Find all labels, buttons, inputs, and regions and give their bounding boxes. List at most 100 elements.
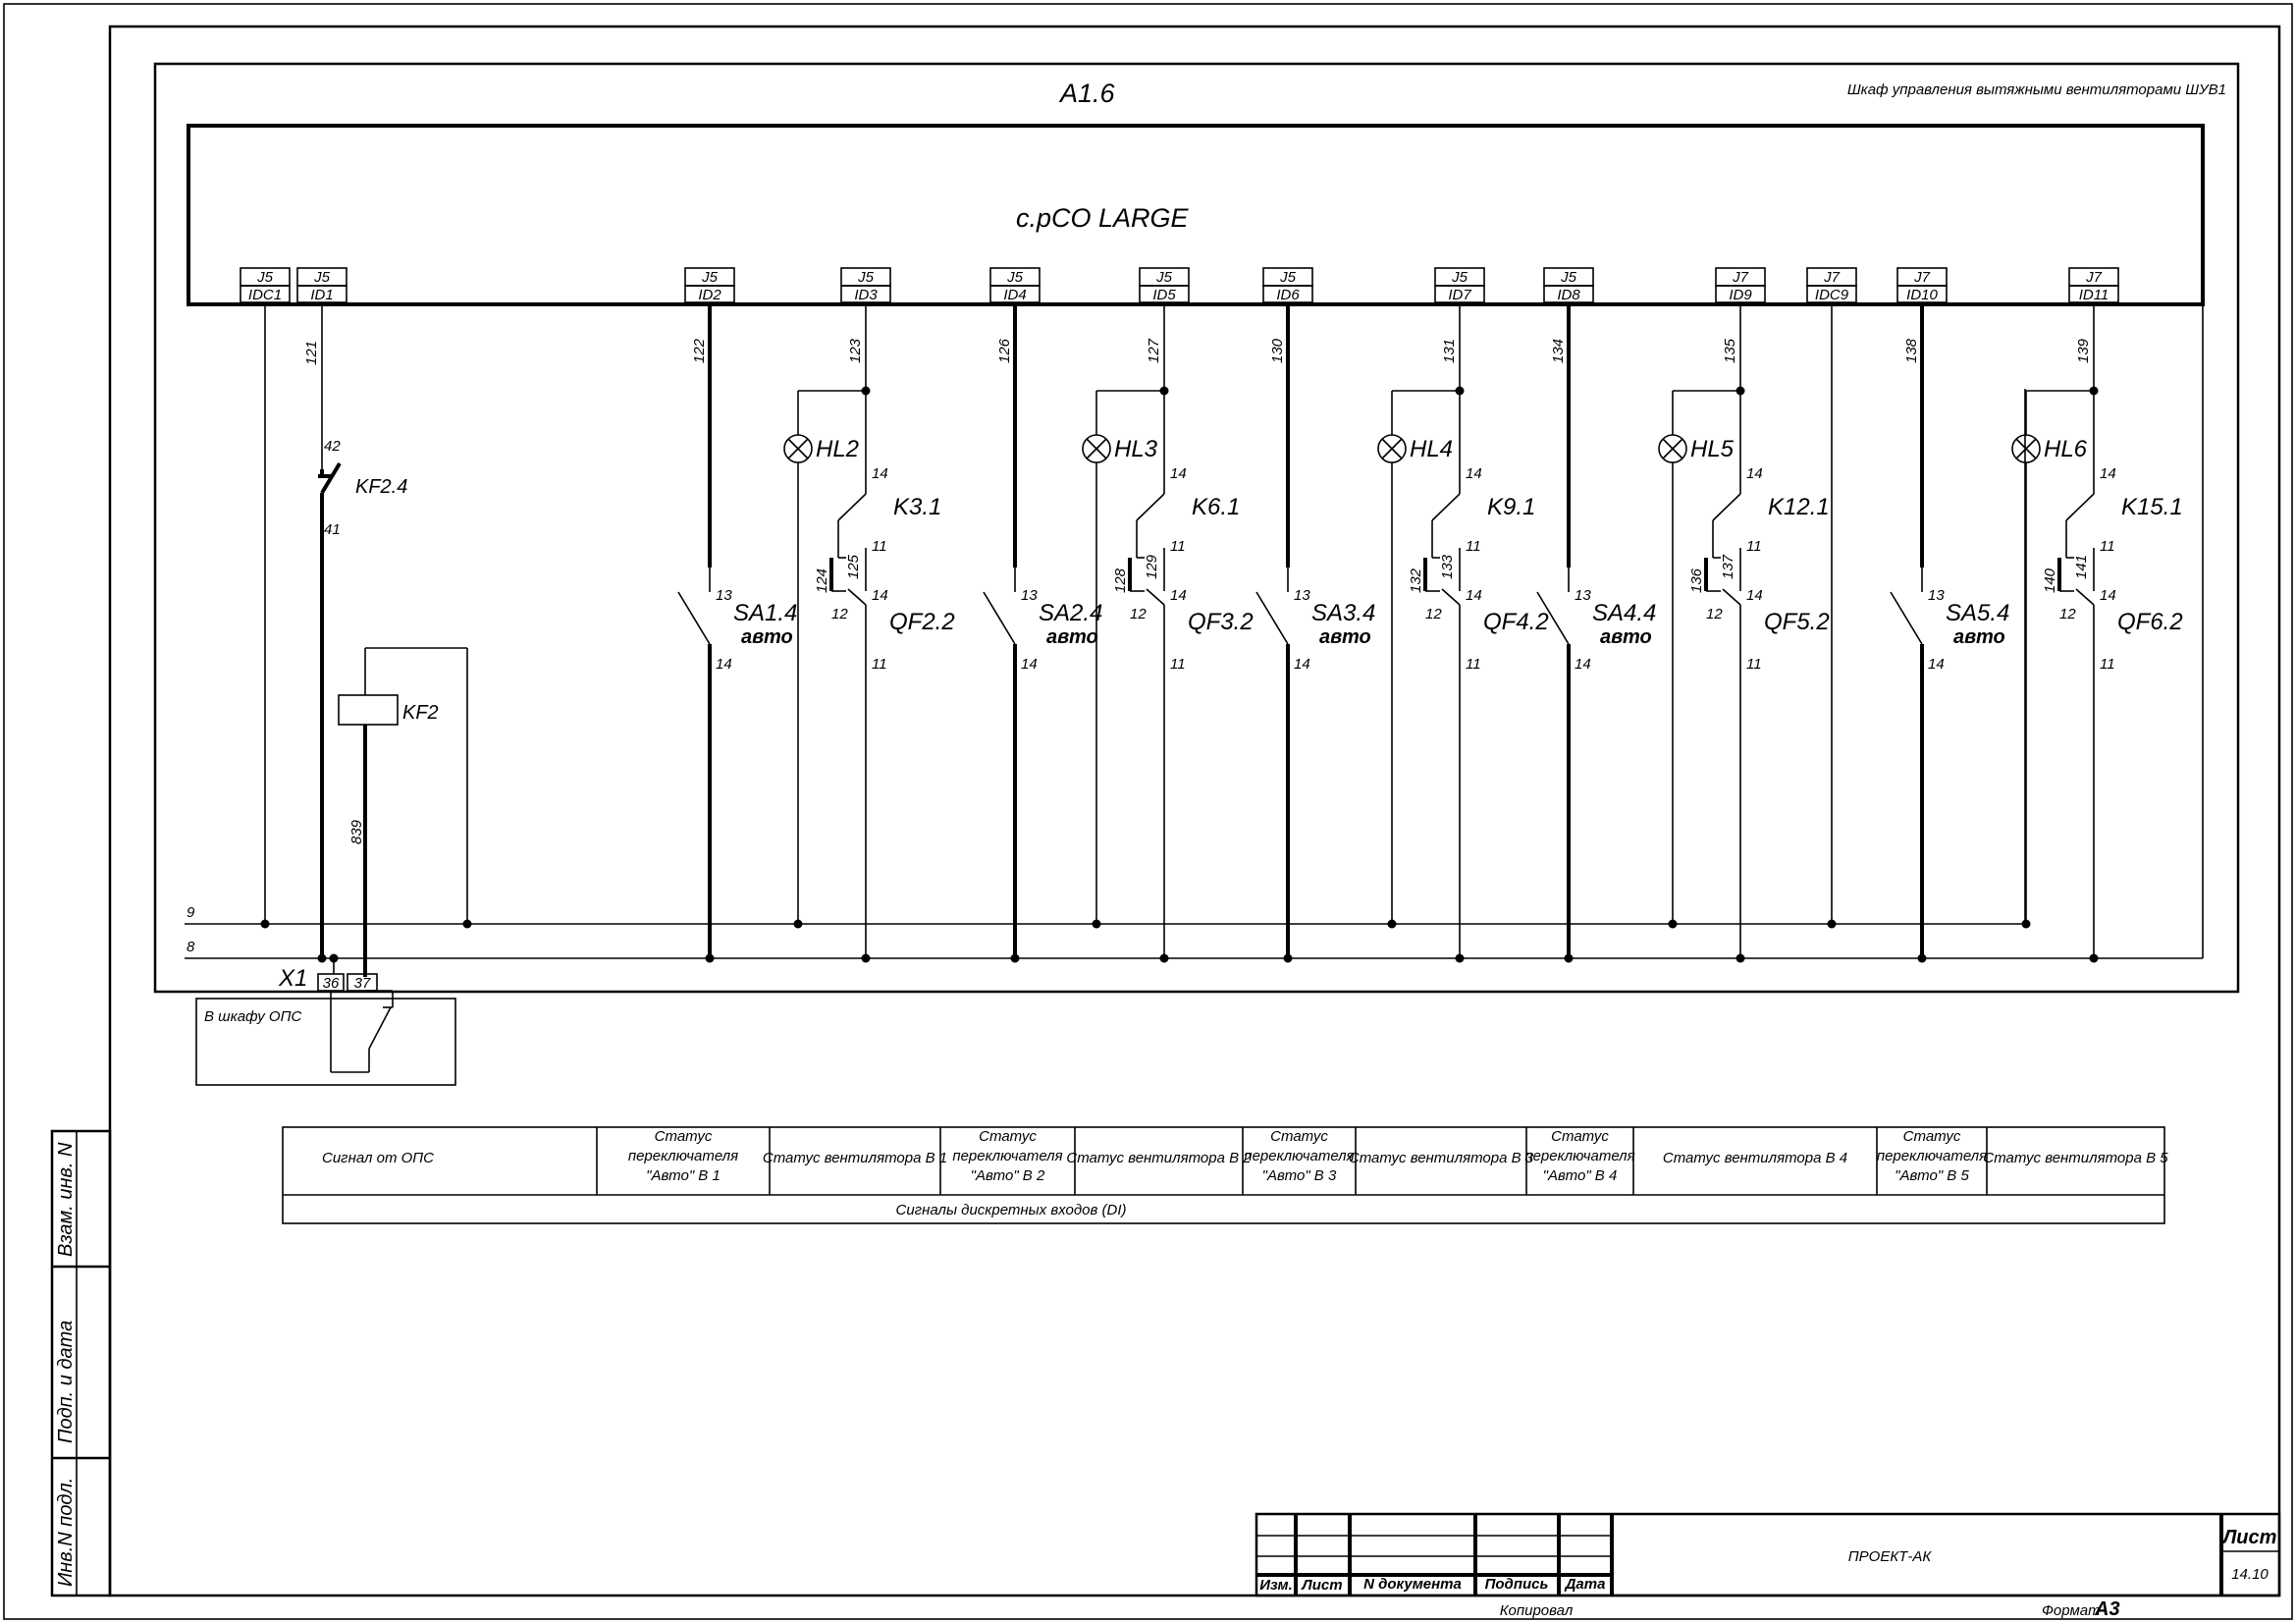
assembly-label: A1.6 xyxy=(1058,79,1116,108)
switch-pin-top: 13 xyxy=(1928,587,1945,604)
contactor-1-blade xyxy=(837,493,867,521)
sheet-inner-frame xyxy=(108,25,2281,1597)
breaker-label: QF5.2 xyxy=(1764,609,1830,635)
breaker-3-blade xyxy=(1441,588,1461,606)
port-connector-label: J7 xyxy=(1913,269,1931,286)
contactor-pin-bottom: 11 xyxy=(1170,538,1186,555)
table-cell: Статус вентилятора В 2 xyxy=(1066,1150,1252,1166)
breaker-pin-bottom: 11 xyxy=(872,656,887,673)
port-connector-label: J5 xyxy=(256,269,274,286)
ops-relay-circuit: 121 42 41 KF2.4 KF2 839 xyxy=(303,304,468,977)
table-cell: Статус вентилятора В 5 xyxy=(1983,1150,2168,1166)
port-id5-pin-cell xyxy=(1139,285,1190,303)
wire-number: 122 xyxy=(691,338,708,363)
port-connector-label: J5 xyxy=(701,269,719,286)
breaker-label: QF6.2 xyxy=(2117,609,2183,635)
port-idc1-pin-cell xyxy=(240,285,291,303)
junction-dot xyxy=(2021,919,2031,929)
port-pin-label: ID3 xyxy=(854,287,878,303)
tb-sheet: Лист xyxy=(1301,1577,1342,1594)
port-id4-pin-cell xyxy=(989,285,1041,303)
port-id10-pin-cell xyxy=(1896,285,1948,303)
switch-mode-label: авто xyxy=(1953,626,2005,648)
wire-number: 131 xyxy=(1441,339,1458,363)
switch-sa2-blade xyxy=(983,591,1016,645)
port-pin-label: ID8 xyxy=(1557,287,1580,303)
contactor-label: K15.1 xyxy=(2121,494,2183,520)
switch-sa5-blade xyxy=(1890,591,1923,645)
port-pin-label: IDC1 xyxy=(248,287,282,303)
wire-121: 121 xyxy=(303,341,320,365)
port-idc9-pin-cell xyxy=(1806,285,1857,303)
kf2-coil-label: KF2 xyxy=(402,702,439,724)
tb-format-label: Формат xyxy=(2042,1602,2101,1619)
breaker-pin-top: 14 xyxy=(1746,587,1763,604)
port-id3-pin-cell xyxy=(840,285,891,303)
port-pin-label: ID6 xyxy=(1276,287,1300,303)
breaker-wire-b: 125 xyxy=(845,554,862,579)
ops-box-group: В шкафу ОПС xyxy=(195,990,456,1086)
wire-839: 839 xyxy=(348,819,365,844)
tb-signature: Подпись xyxy=(1485,1576,1549,1593)
port-pin-label: ID5 xyxy=(1152,287,1176,303)
switch-label: SA3.4 xyxy=(1311,600,1375,626)
port-connector-label: J5 xyxy=(1279,269,1297,286)
breaker-2-blade xyxy=(1146,588,1165,606)
breaker-pin-nc: 12 xyxy=(831,606,848,622)
terminal-37 xyxy=(347,973,378,992)
breaker-wire-a: 128 xyxy=(1112,568,1129,593)
stamp-sign-date: Подп. и дата xyxy=(55,1321,77,1443)
tb-copied: Копировал xyxy=(1500,1602,1574,1619)
controller-box xyxy=(187,124,2205,306)
wire-number: 139 xyxy=(2075,338,2092,363)
breaker-label: QF3.2 xyxy=(1188,609,1254,635)
port-pin-label: ID4 xyxy=(1003,287,1026,303)
breaker-pin-bottom: 11 xyxy=(1466,656,1481,673)
lamp-label: HL4 xyxy=(1410,436,1453,462)
bus-label-9: 9 xyxy=(187,904,195,921)
controller-ports: J5IDC1J5ID1J5ID2J5ID3J5ID4J5ID5J5ID6J5ID… xyxy=(240,267,2119,303)
port-id9-pin-cell xyxy=(1715,285,1766,303)
breaker-pin-top: 14 xyxy=(872,587,888,604)
lamp-label: HL6 xyxy=(2044,436,2088,462)
terminal-x1: X1 36 37 xyxy=(278,958,378,992)
port-connector-label: J7 xyxy=(1823,269,1841,286)
port-connector-label: J5 xyxy=(857,269,875,286)
wire-number: 135 xyxy=(1722,338,1738,363)
switch-label: SA4.4 xyxy=(1592,600,1656,626)
tb-project: ПРОЕКТ-АК xyxy=(1848,1548,1933,1565)
breaker-pin-nc: 12 xyxy=(2059,606,2076,622)
signal-table-footer: Сигналы дискретных входов (DI) xyxy=(896,1202,1127,1218)
contactor-pin-top: 14 xyxy=(1746,465,1763,482)
port-id7-pin-cell xyxy=(1434,285,1485,303)
ops-box-label: В шкафу ОПС xyxy=(204,1008,301,1025)
contactor-pin-top: 14 xyxy=(1466,465,1482,482)
contactor-pin-top: 14 xyxy=(2100,465,2116,482)
breaker-pin-nc: 12 xyxy=(1425,606,1442,622)
port-pin-label: ID1 xyxy=(310,287,333,303)
contactor-label: K12.1 xyxy=(1768,494,1830,520)
contactor-5-blade xyxy=(2065,493,2095,521)
port-pin-label: IDC9 xyxy=(1815,287,1849,303)
breaker-pin-nc: 12 xyxy=(1130,606,1147,622)
switch-mode-label: авто xyxy=(1046,626,1098,648)
breaker-wire-b: 141 xyxy=(2073,555,2090,579)
switch-pin-bottom: 14 xyxy=(1021,656,1038,673)
port-pin-label: ID11 xyxy=(2079,287,2109,303)
title-block: Изм. Лист N документа Подпись Дата ПРОЕК… xyxy=(1255,1512,2281,1620)
breaker-wire-b: 137 xyxy=(1720,554,1736,579)
switch-pin-top: 13 xyxy=(1575,587,1591,604)
wire-number: 134 xyxy=(1550,339,1567,363)
port-connector-label: J7 xyxy=(1732,269,1749,286)
tb-doc-no: N документа xyxy=(1363,1576,1462,1593)
breaker-pin-top: 14 xyxy=(1466,587,1482,604)
terminal-37-label: 37 xyxy=(354,975,371,992)
switch-pin-top: 13 xyxy=(1294,587,1310,604)
side-stamp: Взам. инв. N Подп. и дата Инв.N подл. xyxy=(50,1129,112,1597)
tb-sheet-number: 14.10 xyxy=(2231,1566,2269,1583)
